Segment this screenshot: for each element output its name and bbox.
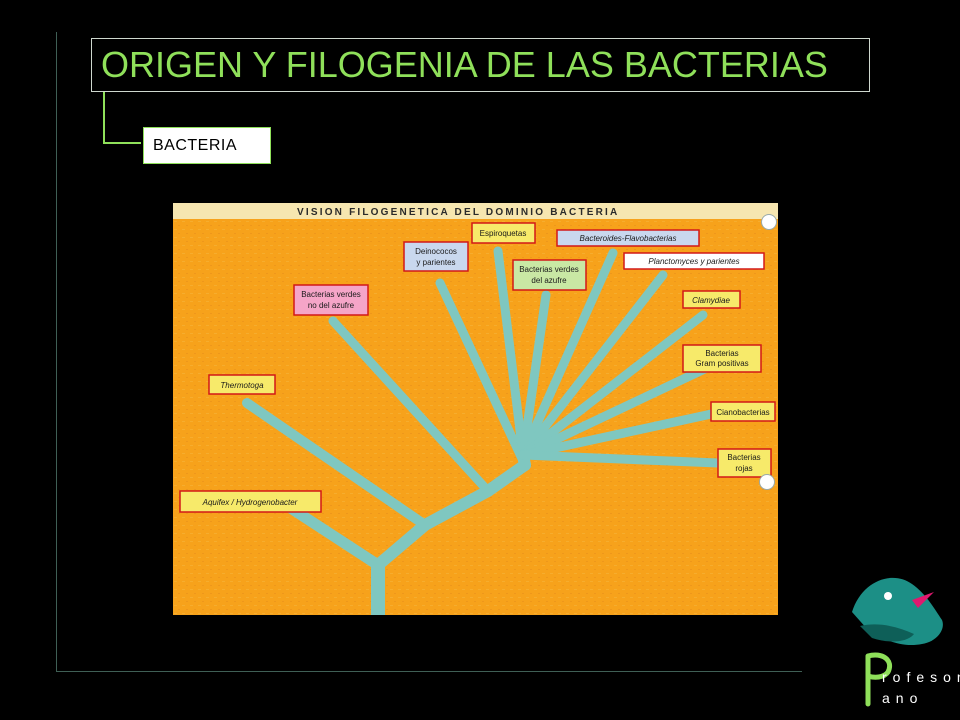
logo-bird-eye xyxy=(884,592,892,600)
svg-text:Bacteroides-Flavobacterias: Bacteroides-Flavobacterias xyxy=(580,234,677,243)
label-verdes-azufre: Bacterias verdes del azufre xyxy=(512,259,587,291)
svg-text:Bacterias: Bacterias xyxy=(705,349,738,358)
subtopic-label: BACTERIA xyxy=(153,137,238,154)
subtopic-box xyxy=(143,127,271,164)
svg-text:Espiroquetas: Espiroquetas xyxy=(480,229,527,238)
resize-handle-top[interactable] xyxy=(761,214,777,230)
svg-text:Gram positivas: Gram positivas xyxy=(695,359,748,368)
logo-initial-p xyxy=(865,652,892,707)
logo-text-line2: ano xyxy=(882,690,924,706)
branch-trunk xyxy=(372,519,431,571)
label-gram-positivas: Bacterias Gram positivas xyxy=(682,344,762,373)
svg-text:Aquifex / Hydrogenobacter: Aquifex / Hydrogenobacter xyxy=(202,498,298,507)
label-deinococos: Deinococos y parientes xyxy=(403,241,469,272)
label-rojas: Bacterias rojas xyxy=(717,448,772,478)
branch-bacteroides xyxy=(518,248,618,460)
frame-bottom-line xyxy=(56,671,802,672)
figure-background xyxy=(173,203,778,615)
logo-text-line1: rofesor xyxy=(882,669,960,685)
svg-text:Bacterias: Bacterias xyxy=(727,453,760,462)
branch-verdes-azufre xyxy=(518,290,551,460)
branch-rojas xyxy=(518,450,723,468)
label-bacteroides: Bacteroides-Flavobacterias xyxy=(556,229,700,247)
svg-text:Planctomyces y parientes: Planctomyces y parientes xyxy=(648,257,739,266)
svg-text:Bacterias verdes: Bacterias verdes xyxy=(519,265,579,274)
label-verdes-no-azufre: Bacterias verdes no del azufre xyxy=(293,284,369,316)
svg-text:Deinococos: Deinococos xyxy=(415,247,457,256)
frame-left-line xyxy=(56,32,57,672)
branch-trunk3 xyxy=(482,459,531,497)
branch-aquifex xyxy=(277,497,384,571)
taxon-labels: Aquifex / Hydrogenobacter Thermotoga Bac… xyxy=(179,222,776,513)
svg-text:rojas: rojas xyxy=(735,464,752,473)
label-clamydiae: Clamydiae xyxy=(682,290,741,309)
profesor-logo xyxy=(838,570,948,710)
branch-thermotoga xyxy=(242,398,430,530)
tree-branches xyxy=(242,246,723,615)
svg-text:no del azufre: no del azufre xyxy=(308,301,355,310)
branch-deinococos xyxy=(435,278,530,470)
branch-espiroquetas xyxy=(493,246,528,460)
label-aquifex: Aquifex / Hydrogenobacter xyxy=(179,490,322,513)
resize-handle-bottom[interactable] xyxy=(759,474,775,490)
svg-text:del azufre: del azufre xyxy=(531,276,567,285)
branch-trunk2 xyxy=(419,485,494,531)
branch-cianobacterias xyxy=(518,408,721,460)
svg-text:Thermotoga: Thermotoga xyxy=(220,381,264,390)
slide-title: ORIGEN Y FILOGENIA DE LAS BACTERIAS xyxy=(101,44,828,85)
branch-gram-positivas xyxy=(518,360,718,460)
label-planctomyces: Planctomyces y parientes xyxy=(623,252,765,270)
title-connector xyxy=(103,92,141,144)
svg-text:Cianobacterias: Cianobacterias xyxy=(716,408,769,417)
branch-clamydiae xyxy=(518,310,708,460)
svg-text:Bacterias verdes: Bacterias verdes xyxy=(301,290,361,299)
phylogeny-figure: VISION FILOGENETICA DEL DOMINIO BACTERIA xyxy=(173,203,778,615)
svg-text:Clamydiae: Clamydiae xyxy=(692,296,730,305)
logo-bird-wing xyxy=(860,624,914,642)
branch-verdes-no-azufre xyxy=(328,316,493,496)
label-cianobacterias: Cianobacterias xyxy=(710,401,776,422)
branch-planctomyces xyxy=(518,270,668,460)
figure-heading: VISION FILOGENETICA DEL DOMINIO BACTERIA xyxy=(297,207,619,218)
logo-bird-beak xyxy=(912,592,934,608)
title-box xyxy=(91,38,870,92)
label-thermotoga: Thermotoga xyxy=(208,374,276,395)
figure-header-band xyxy=(173,203,778,219)
label-espiroquetas: Espiroquetas xyxy=(471,222,536,244)
svg-text:y parientes: y parientes xyxy=(416,258,455,267)
